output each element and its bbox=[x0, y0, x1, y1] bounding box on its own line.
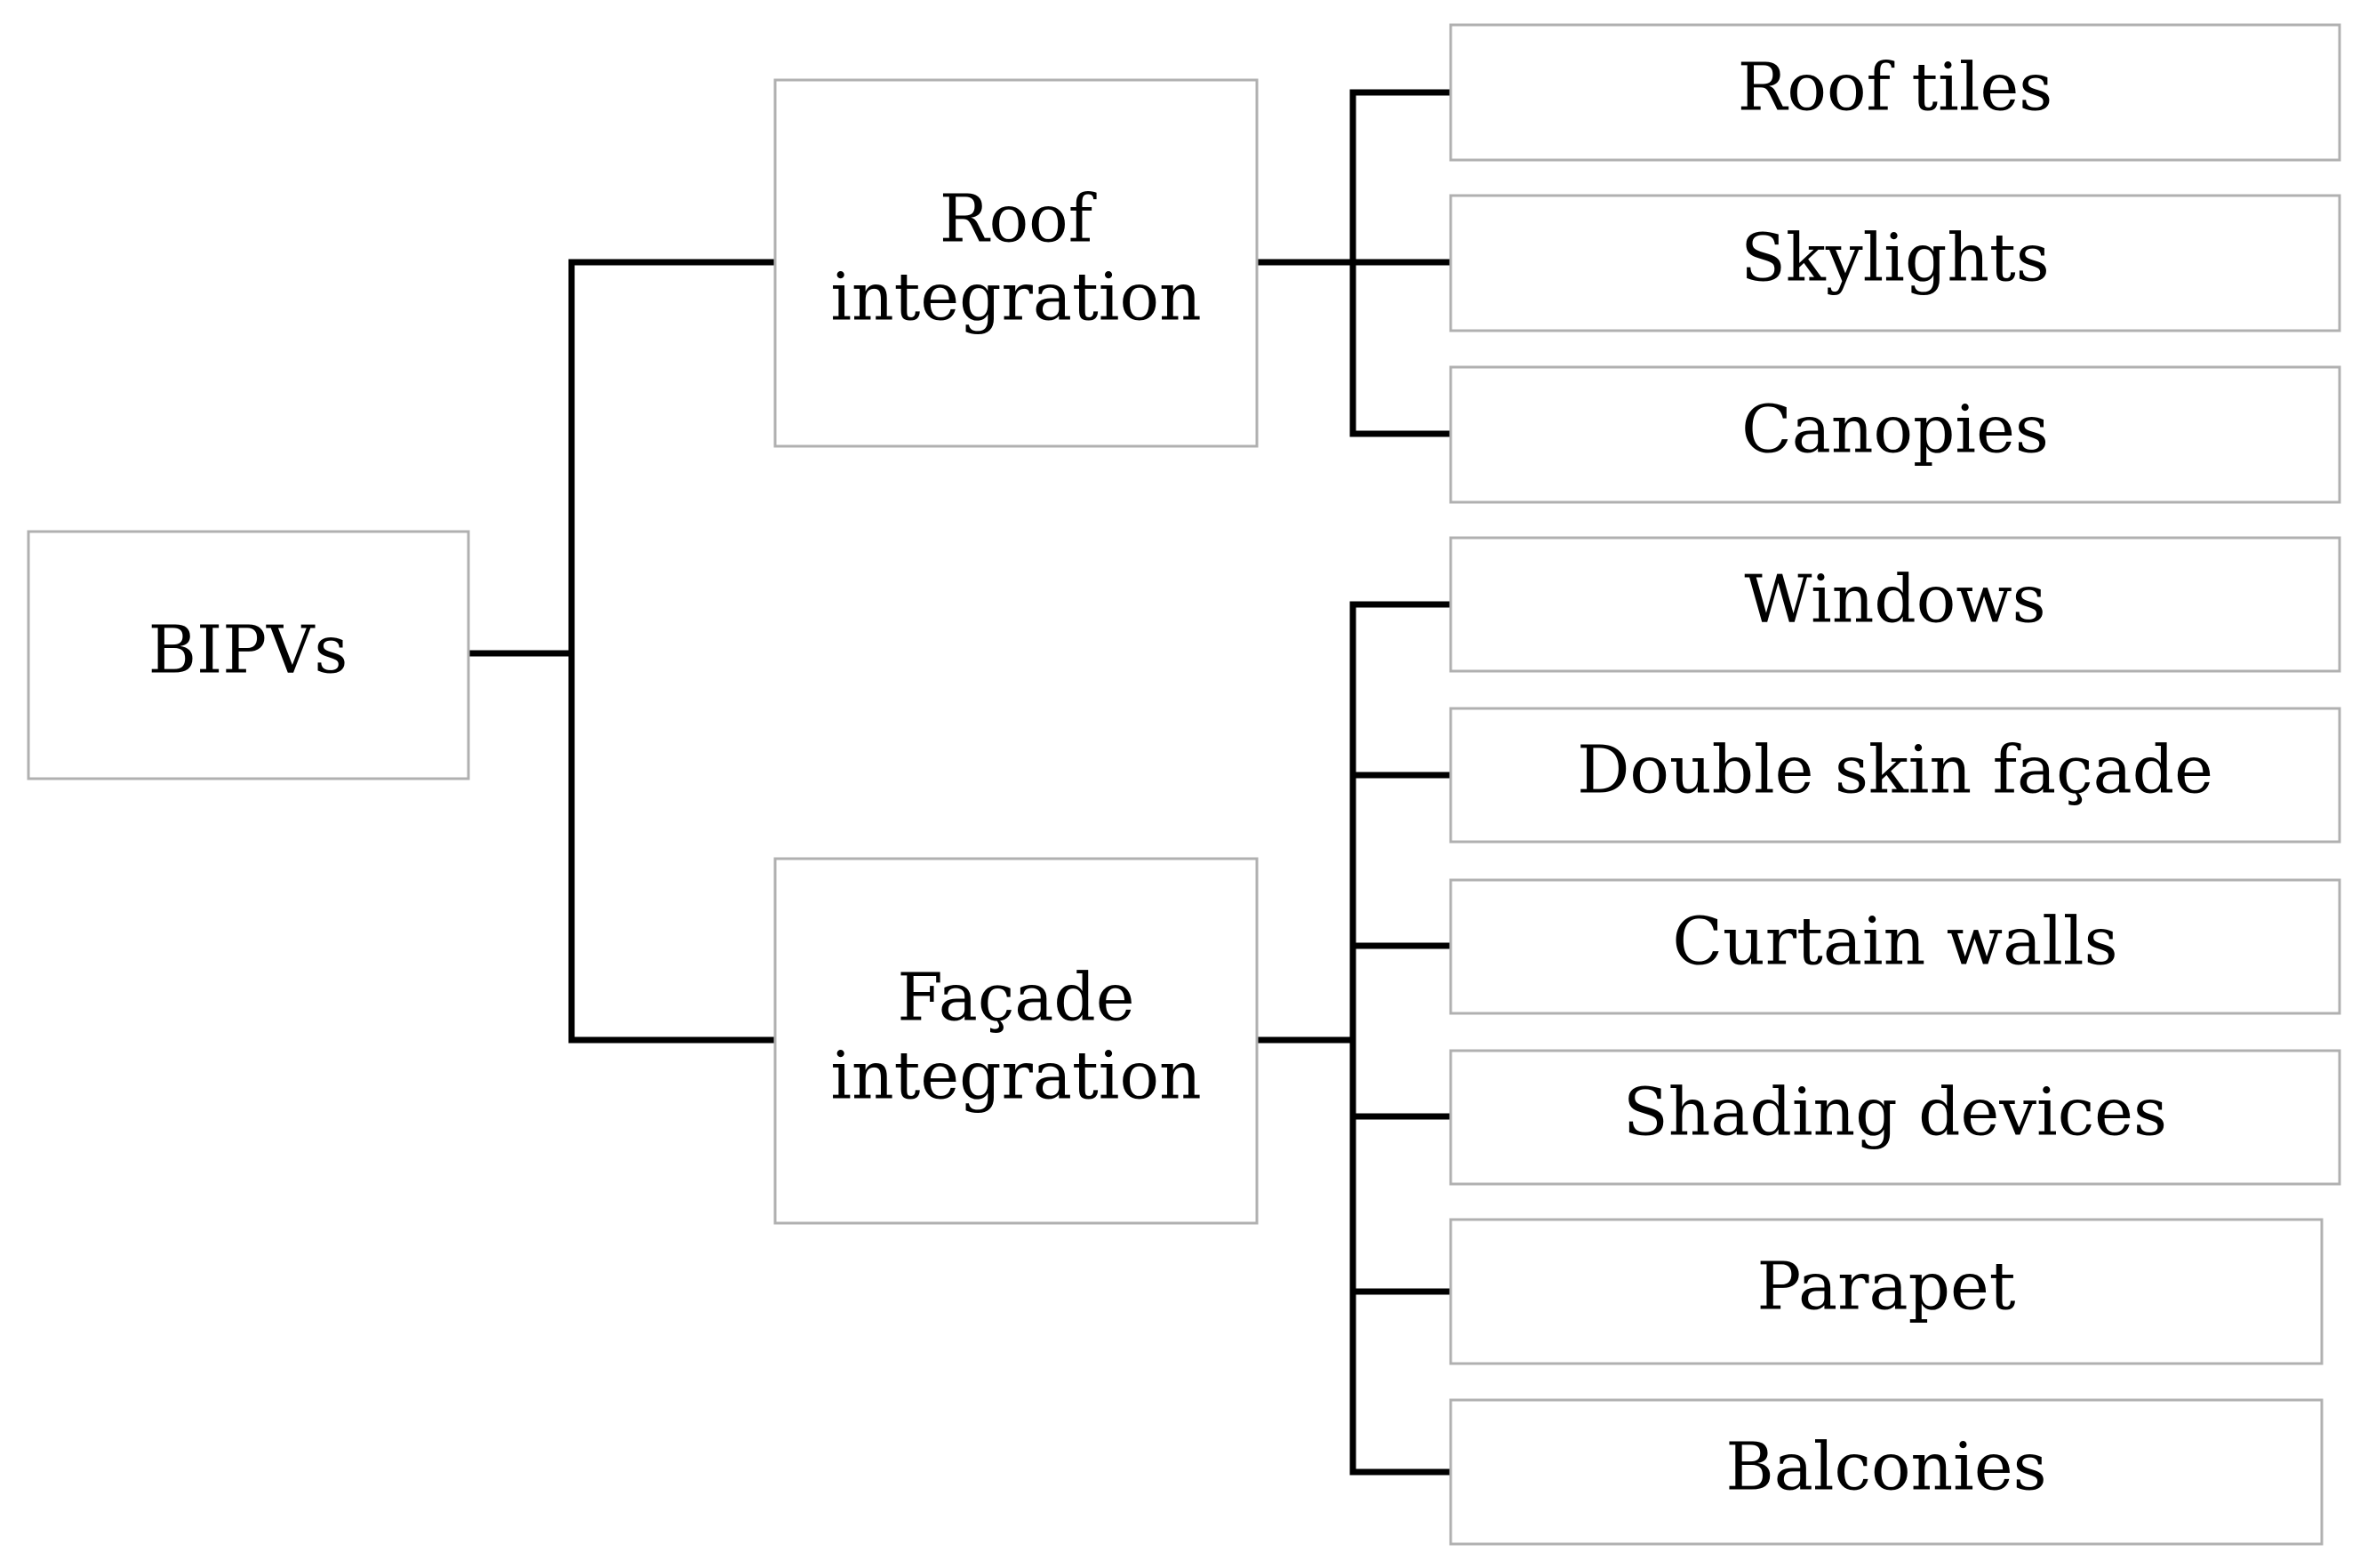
facade-item-double-skin-facade: Double skin façade bbox=[1449, 707, 2341, 844]
roof-item-label: Skylights bbox=[1740, 220, 2049, 296]
facade-item-label: Windows bbox=[1744, 561, 2045, 637]
facade-item-label: Balconies bbox=[1725, 1428, 2046, 1505]
facade-item-parapet: Parapet bbox=[1449, 1218, 2324, 1365]
facade-label-line1: Façade bbox=[897, 959, 1134, 1036]
facade-item-label: Shading devices bbox=[1623, 1074, 2167, 1150]
facade-label-line2: integration bbox=[830, 1037, 1201, 1114]
facade-item-curtain-walls: Curtain walls bbox=[1449, 878, 2341, 1015]
roof-item-label: Roof tiles bbox=[1738, 49, 2053, 125]
roof-item-label: Canopies bbox=[1741, 391, 2049, 468]
roof-items: Roof tiles Skylights Canopies bbox=[1449, 23, 2341, 504]
facade-item-shading-devices: Shading devices bbox=[1449, 1049, 2341, 1186]
facade-item-label: Parapet bbox=[1757, 1248, 2016, 1324]
roof-label-line2: integration bbox=[830, 259, 1201, 335]
roof-connectors bbox=[1257, 89, 1451, 437]
roof-item-canopies: Canopies bbox=[1449, 365, 2341, 504]
roof-item-roof-tiles: Roof tiles bbox=[1449, 23, 2341, 162]
facade-item-balconies: Balconies bbox=[1449, 1398, 2324, 1546]
facade-items: Windows Double skin façade Curtain walls… bbox=[1449, 536, 2341, 1546]
facade-connectors bbox=[1257, 601, 1451, 1476]
roof-label-line1: Roof bbox=[940, 180, 1097, 257]
facade-item-windows: Windows bbox=[1449, 536, 2341, 673]
facade-item-label: Double skin façade bbox=[1577, 732, 2213, 808]
facade-integration-node: Façade integration bbox=[773, 857, 1259, 1225]
root-label: BIPVs bbox=[148, 612, 348, 688]
root-node: BIPVs bbox=[27, 530, 470, 780]
facade-item-label: Curtain walls bbox=[1672, 903, 2117, 980]
roof-item-skylights: Skylights bbox=[1449, 194, 2341, 332]
roof-integration-node: Roof integration bbox=[773, 78, 1259, 448]
root-connectors bbox=[468, 259, 777, 1044]
